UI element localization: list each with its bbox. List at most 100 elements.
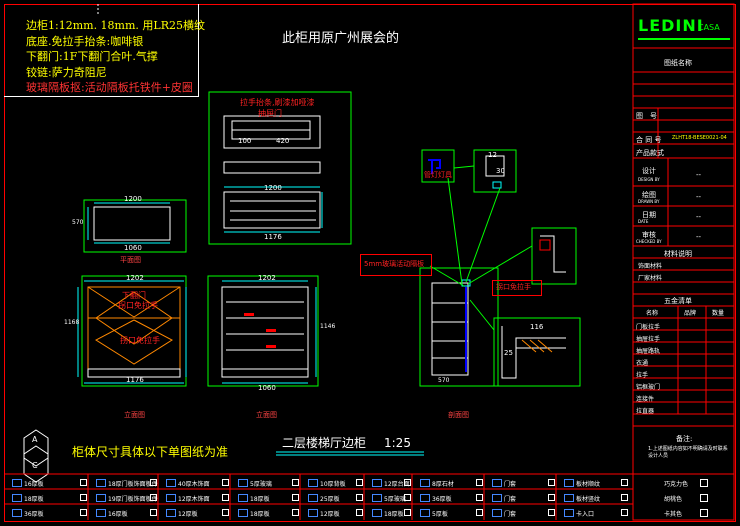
dim-1176-top: 1176 <box>264 233 282 241</box>
legend-checkbox[interactable] <box>700 509 708 517</box>
dim-116: 116 <box>530 323 544 331</box>
callout-handle-box <box>492 280 542 296</box>
legend-swatch <box>420 494 430 502</box>
drawing-scale: 1:25 <box>384 436 411 450</box>
tb-hw-row: 抽屉拉手 <box>636 336 661 343</box>
brand-underline <box>638 38 730 40</box>
legend-checkbox[interactable] <box>548 479 555 486</box>
legend-checkbox[interactable] <box>621 479 628 486</box>
note-line-2: 底座.免拉手抬条:咖啡银 <box>26 35 144 48</box>
legend-label: 12厚板 <box>320 511 340 518</box>
legend-swatch <box>12 494 22 502</box>
plan-view-label: 平面图 <box>120 256 141 264</box>
drawing-title: 二层楼梯厅边柜 <box>282 436 367 450</box>
legend-label: 10厚背板 <box>320 481 346 488</box>
legend-label: 16厚板 <box>108 511 128 518</box>
stamp-letter-c: C <box>32 461 38 470</box>
tb-hw-row: 衣通 <box>636 360 649 367</box>
legend-label: 18厚板 <box>250 511 270 518</box>
legend-swatch <box>238 479 248 487</box>
legend-checkbox[interactable] <box>292 509 299 516</box>
dim-25: 25 <box>504 349 513 357</box>
legend-swatch <box>492 494 502 502</box>
legend-option[interactable]: 胡桃色 <box>664 496 683 503</box>
legend-checkbox[interactable] <box>222 479 229 486</box>
dim-100: 100 <box>238 137 252 145</box>
legend-checkbox[interactable] <box>476 494 483 501</box>
tb-hw-row: 拉手 <box>636 372 649 379</box>
legend-checkbox[interactable] <box>476 479 483 486</box>
legend-swatch <box>166 509 176 517</box>
legend-swatch <box>372 479 382 487</box>
tb-audit-label: 审核 <box>642 231 656 239</box>
callout-glass: 5mm玻璃活动隔板 <box>364 260 425 268</box>
legend-swatch <box>12 479 22 487</box>
legend-label: 18厚门板饰面板件 <box>108 481 158 488</box>
legend-checkbox[interactable] <box>356 494 363 501</box>
legend-checkbox[interactable] <box>621 509 628 516</box>
legend-checkbox[interactable] <box>80 479 87 486</box>
header-title: 此柜用原广州展会的 <box>282 31 400 46</box>
legend-checkbox[interactable] <box>548 509 555 516</box>
dim-1146-right: 1146 <box>320 323 336 330</box>
legend-checkbox[interactable] <box>222 509 229 516</box>
dim-570-plan: 570 <box>72 219 84 226</box>
dim-1060-plan: 1060 <box>124 244 142 252</box>
legend-label: 18厚板 <box>24 496 44 503</box>
legend-swatch <box>166 479 176 487</box>
legend-swatch <box>308 494 318 502</box>
legend-checkbox[interactable] <box>700 494 708 502</box>
legend-label: 18厚板 <box>250 496 270 503</box>
legend-swatch <box>238 509 248 517</box>
legend-checkbox[interactable] <box>80 494 87 501</box>
legend-checkbox[interactable] <box>621 494 628 501</box>
legend-label: 36厚板 <box>24 511 44 518</box>
tb-hardware-title: 五金清单 <box>664 297 692 305</box>
legend-label: 40厚木饰面 <box>178 481 210 488</box>
legend-checkbox[interactable] <box>404 494 411 501</box>
legend-checkbox[interactable] <box>476 509 483 516</box>
legend-checkbox[interactable] <box>150 494 157 501</box>
callout-cross: 拐口免拉手 <box>120 336 160 345</box>
note-line-5: 玻璃隔板抠:活动隔板托铁件+皮圈 <box>26 81 193 94</box>
brand-logo-sub: CASA <box>698 23 720 32</box>
legend-label: 16厚板 <box>24 481 44 488</box>
legend-checkbox[interactable] <box>700 479 708 487</box>
dim-1200-top: 1200 <box>264 184 282 192</box>
legend-label: 卡入口 <box>576 511 595 518</box>
note-line-4: 铰链:萨力奇阻尼 <box>26 66 107 79</box>
callout-drop-door: 下翻门 <box>122 291 146 300</box>
dim-570-section: 570 <box>438 377 450 384</box>
legend-checkbox[interactable] <box>356 509 363 516</box>
legend-checkbox[interactable] <box>150 509 157 516</box>
legend-checkbox[interactable] <box>548 494 555 501</box>
tb-mat-row-2: 厂家材料 <box>638 275 663 282</box>
legend-swatch <box>238 494 248 502</box>
legend-option[interactable]: 巧克力色 <box>664 481 689 488</box>
tb-audit-sub: CHECKED BY <box>636 239 662 244</box>
legend-label: 板材竖纹 <box>576 496 601 503</box>
note-line-1: 边柜1:12mm. 18mm. 用LR25横纹 <box>26 19 205 32</box>
tb-hw-header-brand: 品牌 <box>684 310 697 317</box>
legend-swatch <box>96 494 106 502</box>
tb-contract-value: ZLHT18-BESE0021-04 <box>672 135 727 141</box>
dim-30: 30 <box>496 167 505 175</box>
legend-checkbox[interactable] <box>404 509 411 516</box>
legend-checkbox[interactable] <box>404 479 411 486</box>
legend-checkbox[interactable] <box>292 494 299 501</box>
legend-swatch <box>96 509 106 517</box>
tb-design-sub: DESIGN BY <box>638 177 660 182</box>
legend-checkbox[interactable] <box>356 479 363 486</box>
legend-checkbox[interactable] <box>80 509 87 516</box>
legend-checkbox[interactable] <box>222 494 229 501</box>
legend-swatch <box>420 509 430 517</box>
tb-hw-header-name: 名称 <box>646 310 659 317</box>
legend-option[interactable]: 卡其色 <box>664 511 683 518</box>
legend-checkbox[interactable] <box>292 479 299 486</box>
legend-label: 19厚门板饰面板件 <box>108 496 158 503</box>
callout-glass-box <box>360 254 432 276</box>
legend-checkbox[interactable] <box>150 479 157 486</box>
legend-swatch <box>166 494 176 502</box>
legend-label: 5厚玻璃 <box>250 481 272 488</box>
legend-swatch <box>308 509 318 517</box>
